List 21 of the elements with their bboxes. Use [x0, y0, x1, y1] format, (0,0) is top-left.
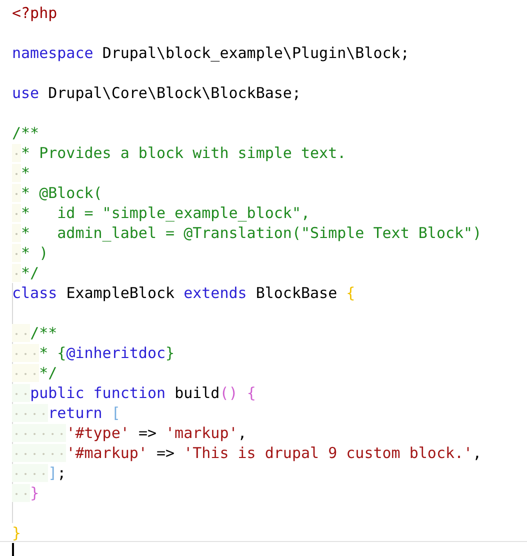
- code-line: return [: [12, 403, 120, 423]
- code-line: }: [12, 523, 22, 543]
- code-line: */: [12, 263, 40, 283]
- code-line: use Drupal\Core\Block\BlockBase;: [12, 83, 301, 103]
- code-line: /**: [12, 323, 58, 343]
- code-line: * id = "simple_example_block",: [12, 203, 310, 223]
- code-line: * @Block(: [12, 183, 102, 203]
- code-line: '#type' => 'markup',: [12, 423, 247, 443]
- code-line: *: [12, 163, 30, 183]
- code-line: * Provides a block with simple text.: [12, 143, 346, 163]
- code-line: * admin_label = @Translation("Simple Text Block"): [12, 223, 482, 243]
- code-line: namespace Drupal\block_example\Plugin\Block;: [12, 43, 410, 63]
- code-line: * {@inheritdoc}: [12, 343, 175, 363]
- code-line: '#markup' => 'This is drupal 9 custom block.',: [12, 443, 482, 463]
- code-line: public function build() {: [12, 383, 256, 403]
- code-line: /**: [12, 123, 40, 143]
- code-line: <?php: [12, 3, 58, 23]
- code-line: * ): [12, 243, 48, 263]
- code-line: */: [12, 363, 58, 383]
- code-line: }: [12, 483, 40, 503]
- code-line: class ExampleBlock extends BlockBase {: [12, 283, 356, 303]
